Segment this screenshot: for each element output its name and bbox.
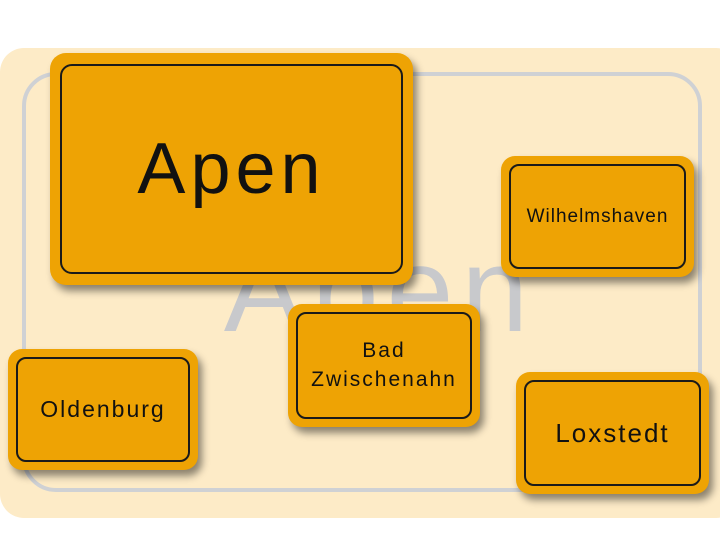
- sign-label-bad-zwischenahn: Bad Zwischenahn: [311, 339, 457, 391]
- sign-border: Apen: [60, 64, 403, 274]
- sign-border: Wilhelmshaven: [509, 164, 686, 269]
- town-sign-oldenburg: Oldenburg: [8, 349, 198, 470]
- sign-border: Bad Zwischenahn: [296, 312, 472, 419]
- sign-label-loxstedt: Loxstedt: [555, 417, 670, 448]
- sign-border: Loxstedt: [524, 380, 701, 486]
- sign-label-apen: Apen: [137, 129, 326, 209]
- town-sign-wilhelmshaven: Wilhelmshaven: [501, 156, 694, 277]
- town-sign-loxstedt: Loxstedt: [516, 372, 709, 494]
- sign-border: Oldenburg: [16, 357, 190, 462]
- sign-label-wilhelmshaven: Wilhelmshaven: [526, 205, 669, 227]
- sign-label-oldenburg: Oldenburg: [40, 396, 166, 422]
- town-sign-apen: Apen: [50, 53, 413, 285]
- town-sign-bad-zwischenahn: Bad Zwischenahn: [288, 304, 480, 427]
